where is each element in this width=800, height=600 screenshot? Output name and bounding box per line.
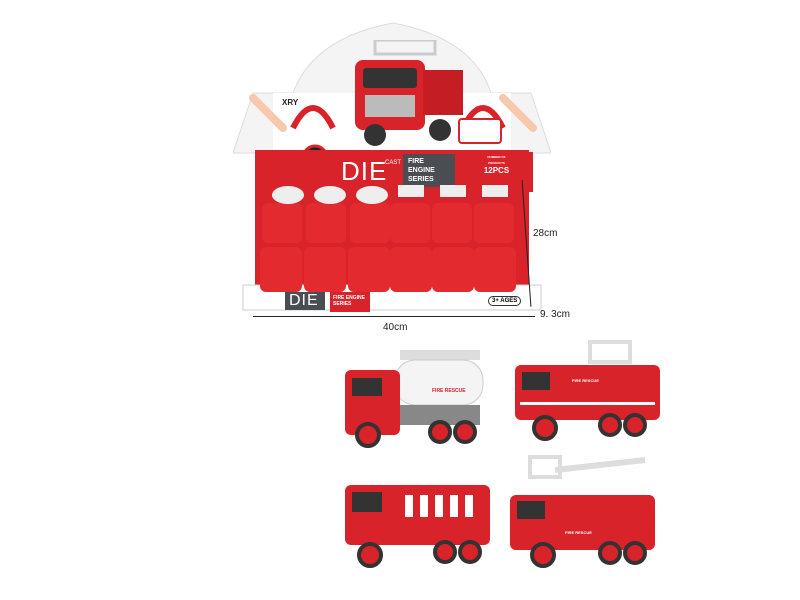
ages-badge: 3+ AGES bbox=[488, 296, 522, 306]
width-dimension-line bbox=[253, 316, 535, 317]
width-dimension: 40cm bbox=[383, 322, 408, 333]
product-platform-truck bbox=[515, 340, 660, 441]
tray-trucks-image bbox=[260, 185, 516, 292]
cast-logo: CAST bbox=[385, 160, 402, 166]
inset-product-image bbox=[458, 118, 502, 144]
product-ladder-truck bbox=[510, 455, 655, 568]
series-label: FIRE ENGINE SERIES bbox=[403, 154, 455, 187]
bottom-die-logo: DIE bbox=[285, 292, 325, 310]
series-line-1: FIRE ENGINE bbox=[408, 158, 435, 174]
tanker-label: FIRE RESCUE bbox=[432, 388, 466, 394]
product-tanker-truck bbox=[345, 350, 484, 448]
product-water-tender-truck bbox=[345, 485, 490, 568]
bottom-series-label: FIRE ENGINE SERIES bbox=[330, 292, 370, 312]
count-label: NUMBER OF PRODUCTS bbox=[487, 155, 506, 165]
brand-logo: XRY bbox=[282, 98, 299, 107]
hero-truck-image bbox=[355, 40, 463, 146]
ladder-label: FIRE RESCUE bbox=[565, 530, 592, 535]
platform-label: FIRE RESCUE bbox=[572, 378, 599, 383]
depth-dimension: 9. 3cm bbox=[540, 309, 571, 320]
height-dimension: 28cm bbox=[533, 228, 558, 239]
count-badge: NUMBER OF PRODUCTS 12PCS bbox=[480, 154, 513, 178]
die-logo: DIE bbox=[341, 156, 388, 186]
series-line-2: SERIES bbox=[408, 176, 434, 183]
count-value: 12PCS bbox=[483, 166, 510, 175]
